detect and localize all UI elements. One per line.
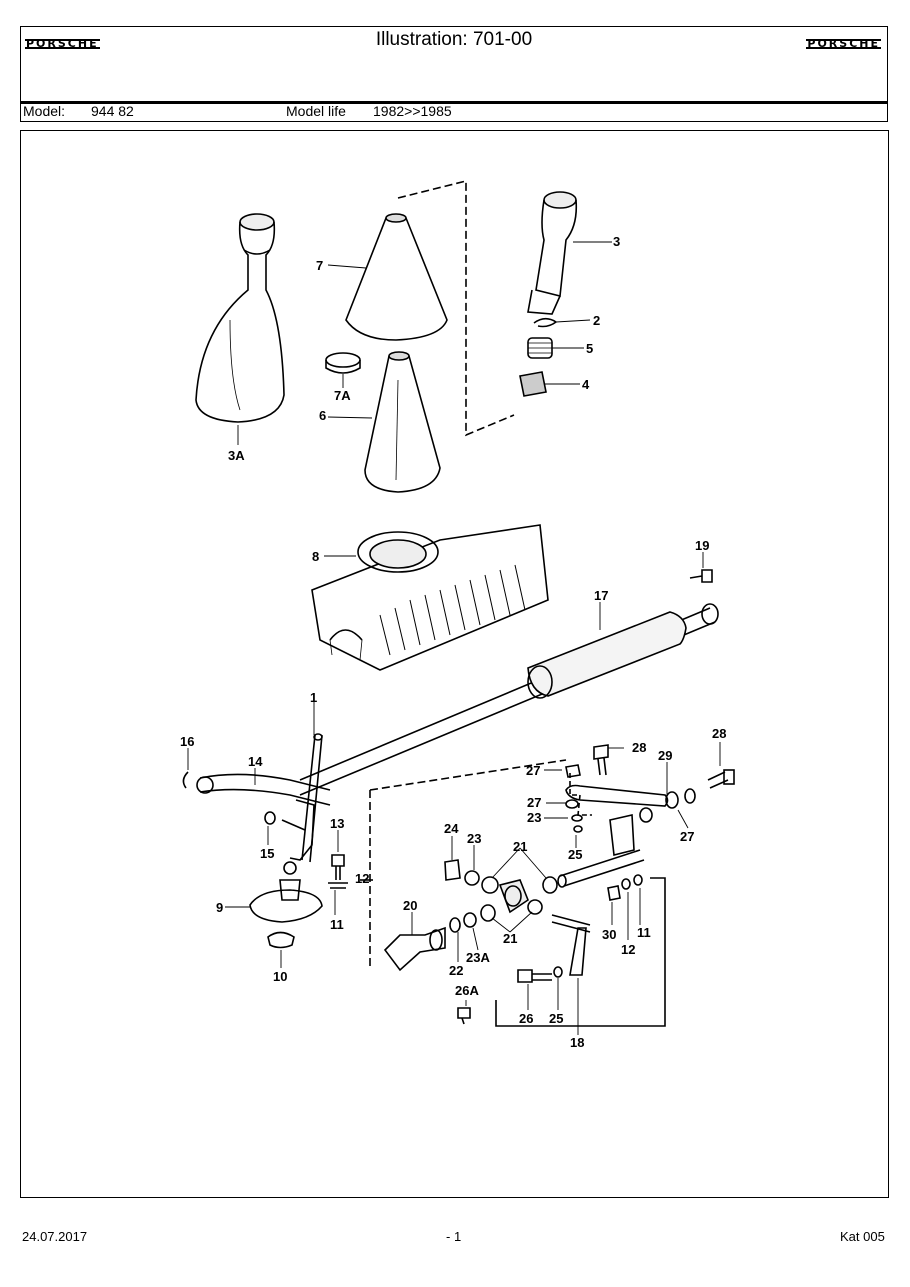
callout-11-right: 11 bbox=[637, 925, 651, 940]
callout-15: 15 bbox=[260, 846, 274, 861]
callout-12-left: 12 bbox=[355, 871, 369, 886]
callout-26: 26 bbox=[519, 1011, 533, 1026]
callout-11-left: 11 bbox=[330, 917, 344, 932]
callout-23a-upper: 23A bbox=[466, 950, 490, 965]
model-life-value: 1982>>1985 bbox=[373, 103, 452, 119]
callout-3: 3 bbox=[613, 234, 620, 249]
callout-13: 13 bbox=[330, 816, 344, 831]
callout-27-top: 27 bbox=[526, 763, 540, 778]
shift-rod-17-drawing bbox=[299, 603, 719, 796]
callout-29: 29 bbox=[658, 748, 672, 763]
bushing-4-drawing bbox=[519, 371, 547, 397]
callout-12-right: 12 bbox=[621, 942, 635, 957]
bushing-21-drawing bbox=[498, 879, 529, 914]
callout-23-left: 23 bbox=[467, 831, 481, 846]
callout-27-mid: 27 bbox=[527, 795, 541, 810]
callout-5: 5 bbox=[586, 341, 593, 356]
model-value: 944 82 bbox=[91, 103, 134, 119]
spring-5-drawing bbox=[527, 337, 553, 359]
selector-shaft-20-drawing bbox=[383, 926, 446, 972]
porsche-logo-left: PORSCHE bbox=[25, 37, 100, 50]
callout-25-top: 25 bbox=[568, 847, 582, 862]
callout-21-bottom: 21 bbox=[503, 931, 517, 946]
callout-10: 10 bbox=[273, 969, 287, 984]
callout-20: 20 bbox=[403, 898, 417, 913]
callout-21-top: 21 bbox=[513, 839, 527, 854]
callout-17: 17 bbox=[594, 588, 608, 603]
callout-19: 19 bbox=[695, 538, 709, 553]
callout-25-bottom: 25 bbox=[549, 1011, 563, 1026]
page-number: - 1 bbox=[446, 1229, 462, 1244]
callout-30: 30 bbox=[602, 927, 616, 942]
print-date: 24.07.2017 bbox=[22, 1229, 88, 1244]
illustration-frame bbox=[20, 130, 889, 1198]
callout-7a: 7A bbox=[334, 388, 351, 403]
illustration-title: Illustration: 701-00 bbox=[375, 29, 533, 50]
model-label: Model: bbox=[23, 103, 66, 119]
callout-26a: 26A bbox=[455, 983, 479, 998]
header-box: PORSCHE Illustration: 701-00 PORSCHE Mod… bbox=[20, 26, 888, 122]
header-divider bbox=[21, 101, 887, 104]
callout-9: 9 bbox=[216, 900, 223, 915]
callout-2: 2 bbox=[593, 313, 600, 328]
callout-23-right: 23 bbox=[527, 810, 541, 825]
callout-6: 6 bbox=[319, 408, 326, 423]
rod-14-lever-1-drawing bbox=[196, 733, 331, 875]
lever-18-drawing bbox=[551, 914, 591, 976]
model-life-label: Model life bbox=[286, 103, 346, 119]
callout-14: 14 bbox=[248, 754, 263, 769]
shift-knob-3-drawing bbox=[527, 191, 578, 315]
callout-28-right: 28 bbox=[712, 726, 726, 741]
callout-4: 4 bbox=[582, 377, 590, 392]
housing-8-drawing bbox=[311, 524, 549, 671]
cone-boot-6-drawing bbox=[364, 351, 441, 493]
ring-7a-drawing bbox=[325, 352, 361, 374]
callout-7: 7 bbox=[316, 258, 323, 273]
callout-3a: 3A bbox=[228, 448, 245, 463]
callout-27-right: 27 bbox=[680, 829, 694, 844]
plate-9-drawing bbox=[249, 879, 323, 923]
shift-boot-3a-drawing bbox=[195, 213, 285, 423]
callout-18: 18 bbox=[570, 1035, 584, 1050]
callout-1: 1 bbox=[310, 690, 317, 705]
callout-leaders bbox=[187, 241, 721, 1035]
callout-16: 16 bbox=[180, 734, 194, 749]
catalog-code: Kat 005 bbox=[840, 1229, 885, 1244]
callout-24: 24 bbox=[444, 821, 459, 836]
callout-8: 8 bbox=[312, 549, 319, 564]
callout-22: 22 bbox=[449, 963, 463, 978]
cone-boot-7-drawing bbox=[345, 213, 448, 341]
callout-28-top: 28 bbox=[632, 740, 646, 755]
callout-labels: 3A 7 6 7A 3 2 5 4 8 19 17 1 16 14 15 13 … bbox=[180, 234, 726, 1050]
porsche-logo-right: PORSCHE bbox=[806, 37, 881, 50]
